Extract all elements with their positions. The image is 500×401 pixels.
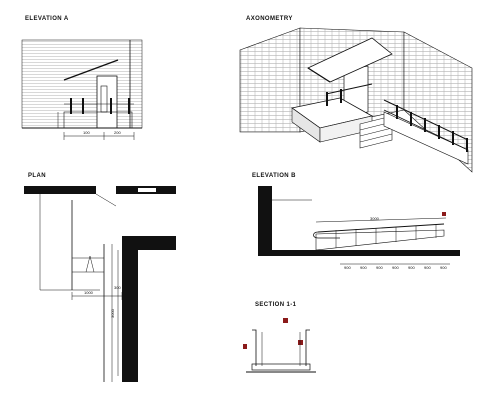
plan-dim-small: 300 [114,285,121,290]
section-ramp-slab [251,363,311,371]
elevation-b-marker [442,212,446,216]
plan-title: PLAN [28,173,46,179]
elevation-a-dim-left: 100 [83,130,90,135]
plan-dim-vertical: 3000 [110,308,115,318]
elevation-b-dim-seg-6: 900 [424,265,431,270]
elevation-a-platform [63,111,133,129]
plan-dimensions: 1000 3000 300 [71,250,123,376]
elevation-b-dim-seg-4: 900 [392,265,399,270]
elevation-b: 3000 900 900 900 900 900 900 900 [258,186,460,270]
section-1-1 [243,318,316,373]
plan: 1000 3000 300 [24,186,176,382]
axonometry [239,27,473,173]
plan-arrow [85,255,95,273]
elevation-b-dim-seg-1: 900 [344,265,351,270]
elevation-b-handrail [317,223,445,233]
section-marker-right [298,340,303,345]
elevation-a-title: ELEVATION A [25,16,69,22]
plan-window [138,188,156,192]
elevation-b-dimensions: 3000 900 900 900 900 900 900 900 [315,216,450,270]
elevation-b-dim-seg-2: 900 [360,265,367,270]
axo-railing [325,83,469,152]
elevation-b-ramp [315,229,445,251]
axo-right-wall [403,31,473,173]
section-marker-top [283,318,288,323]
axonometry-title: AXONOMETRY [246,16,293,22]
elevation-a-railing [64,98,134,114]
elevation-a: 100 200 [21,39,143,140]
elevation-a-dim-right: 200 [114,130,121,135]
axo-left-wall [239,27,301,133]
plan-door-swing [95,193,117,207]
section-marker-left [243,344,247,349]
elevation-b-dim-seg-3: 900 [376,265,383,270]
elevation-b-dim-total: 3000 [370,216,380,221]
plan-l-wall [122,236,176,382]
elevation-b-title: ELEVATION B [252,173,296,179]
elevation-b-handrail-end [313,231,340,239]
section-right-rail [305,329,310,366]
elevation-a-dimensions: 100 200 [57,112,135,140]
elevation-a-wall [22,40,142,128]
elevation-b-dim-seg-7: 900 [440,265,447,270]
plan-top-wall-left [24,186,96,194]
elevation-b-posts [335,225,437,248]
section-left-rail [252,329,257,366]
elevation-a-canopy [63,59,119,81]
elevation-a-door-panel [100,85,108,113]
section-title: SECTION 1-1 [255,302,297,308]
plan-dim-horizontal: 1000 [84,290,94,295]
elevation-b-dim-seg-5: 900 [408,265,415,270]
